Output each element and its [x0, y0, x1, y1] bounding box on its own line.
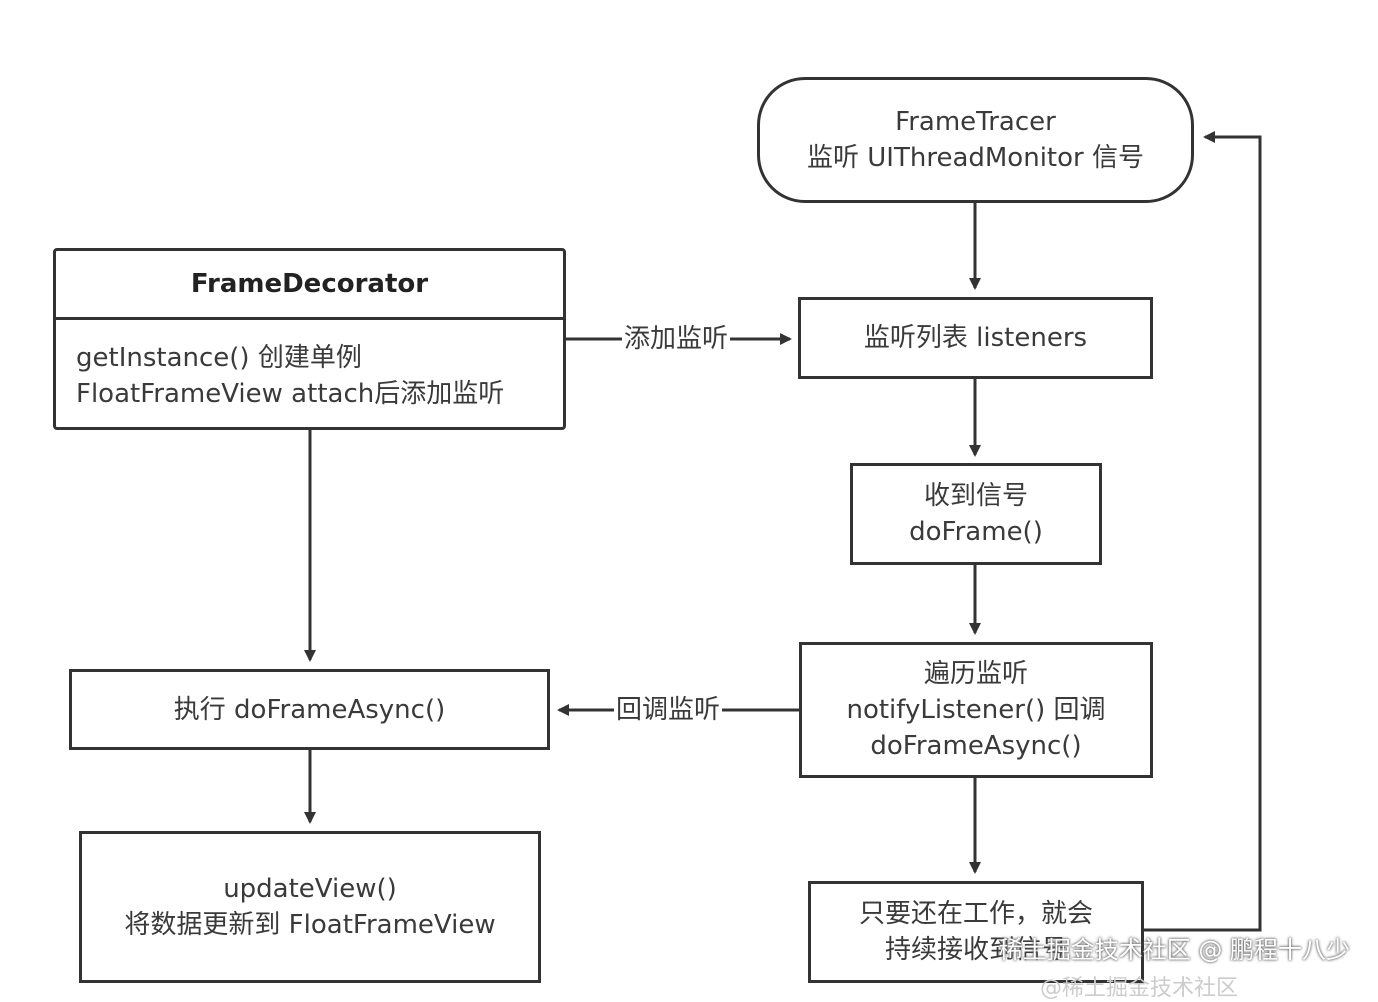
traverse-line3: doFrameAsync(): [870, 731, 1082, 761]
listeners-node: 监听列表 listeners: [798, 297, 1153, 379]
update-view-line1: updateView(): [223, 874, 397, 904]
edge-label-add-listener: 添加监听: [622, 323, 731, 355]
edge-label-callback-listener: 回调监听: [614, 694, 723, 726]
receive-signal-line2: doFrame(): [909, 517, 1043, 547]
keep-working-node: 只要还在工作，就会 持续接收到信号: [808, 881, 1144, 983]
do-frame-async-label: 执行 doFrameAsync(): [173, 694, 446, 725]
receive-signal-node: 收到信号 doFrame(): [850, 463, 1102, 565]
frame-tracer-node: FrameTracer 监听 UIThreadMonitor 信号: [757, 77, 1194, 203]
frame-tracer-line2: 监听 UIThreadMonitor 信号: [807, 143, 1144, 173]
frame-decorator-title: FrameDecorator: [56, 251, 563, 320]
update-view-node: updateView() 将数据更新到 FloatFrameView: [79, 831, 541, 983]
keep-working-line2: 持续接收到信号: [884, 935, 1067, 965]
update-view-line2: 将数据更新到 FloatFrameView: [124, 910, 496, 940]
frame-decorator-body: getInstance() 创建单例 FloatFrameView attach…: [56, 320, 563, 412]
frame-decorator-line2: FloatFrameView attach后添加监听: [76, 379, 505, 409]
traverse-line1: 遍历监听: [923, 659, 1028, 689]
listeners-label: 监听列表 listeners: [863, 323, 1088, 353]
frame-decorator-node: FrameDecorator getInstance() 创建单例 FloatF…: [53, 248, 566, 430]
frame-decorator-line1: getInstance() 创建单例: [76, 343, 362, 373]
traverse-line2: notifyListener() 回调: [846, 695, 1106, 725]
keep-working-line1: 只要还在工作，就会: [858, 899, 1093, 929]
edge-loop-back: [1143, 131, 1262, 932]
traverse-node: 遍历监听 notifyListener() 回调 doFrameAsync(): [799, 642, 1153, 778]
do-frame-async-node: 执行 doFrameAsync(): [69, 669, 550, 750]
receive-signal-line1: 收到信号: [923, 481, 1028, 511]
watermark: 稀土掘金技术社区 @ 鹏程十八少: [998, 936, 1350, 964]
watermark-faint: @稀土掘金技术社区: [1040, 976, 1239, 1001]
frame-tracer-line1: FrameTracer: [895, 107, 1056, 137]
